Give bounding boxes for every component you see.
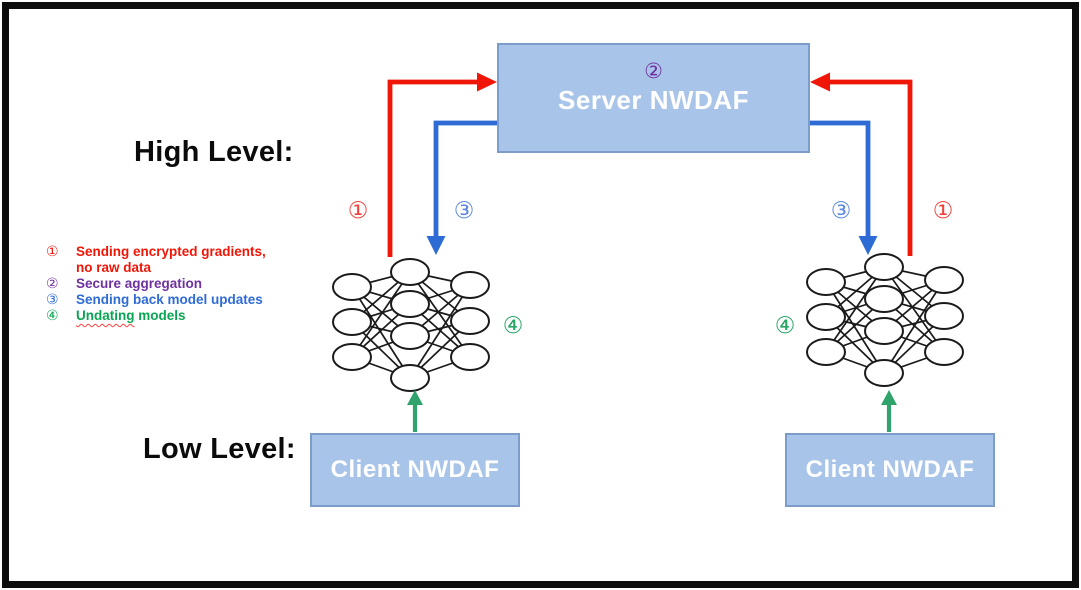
client-nwdaf-box-left: Client NWDAF [310, 433, 520, 507]
legend-text-4-rest: models [134, 308, 186, 323]
legend-item-1: ① Sending encrypted gradients, [40, 244, 340, 260]
arrow-red-left [387, 72, 497, 257]
legend-item-3: ③ Sending back model updates [40, 292, 340, 308]
legend-text-2: Secure aggregation [76, 276, 203, 291]
neural-network-left [332, 258, 490, 392]
legend-num-4: ④ [46, 308, 59, 324]
legend-num-2: ② [46, 276, 59, 292]
flow-label-4-right: ④ [774, 313, 796, 339]
flow-label-3-right: ③ [830, 198, 852, 224]
legend-text-3: Sending back model updates [76, 292, 263, 307]
legend-num-1: ① [46, 244, 59, 260]
flow-label-4-left: ④ [502, 313, 524, 339]
legend-num-3: ③ [46, 292, 59, 308]
high-level-label: High Level: [134, 136, 294, 168]
legend-text-1-line2: no raw data [76, 260, 152, 275]
client-nwdaf-label-left: Client NWDAF [330, 456, 500, 483]
client-nwdaf-box-right: Client NWDAF [785, 433, 995, 507]
arrow-blue-left [426, 120, 497, 255]
legend-item-2: ② Secure aggregation [40, 276, 340, 292]
flow-label-1-left: ① [347, 198, 369, 224]
legend-text-4: Undating models [76, 308, 186, 324]
flow-label-3-left: ③ [453, 198, 475, 224]
server-nwdaf-box: ② Server NWDAF [497, 43, 810, 153]
client-nwdaf-label-right: Client NWDAF [805, 456, 975, 483]
low-level-label: Low Level: [143, 433, 296, 465]
server-nwdaf-label: Server NWDAF [558, 85, 749, 115]
legend-item-4: ④ Undating models [40, 308, 340, 324]
misspelled-word: Undating [76, 308, 135, 323]
step-2-badge: ② [644, 59, 663, 83]
legend: ① Sending encrypted gradients, no raw da… [40, 244, 340, 324]
flow-label-1-right: ① [932, 198, 954, 224]
neural-network-right [806, 253, 964, 387]
arrow-green-right [881, 390, 897, 432]
arrow-green-left [407, 390, 423, 432]
arrow-blue-right [810, 120, 878, 255]
legend-text-1-line1: Sending encrypted gradients, [76, 244, 266, 259]
arrow-red-right [810, 72, 913, 256]
